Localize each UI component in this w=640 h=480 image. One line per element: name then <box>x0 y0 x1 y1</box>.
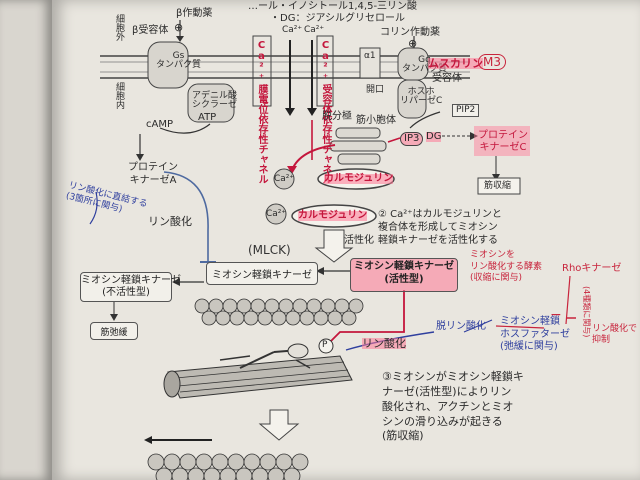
inner-label: 細胞内 <box>114 82 124 109</box>
handwriting-minus: − <box>550 307 562 323</box>
outer-label: 細胞外 <box>114 14 124 41</box>
ip3-label: IP3 <box>400 132 424 146</box>
handwriting-red-far1: (4種類に関与) <box>582 286 591 338</box>
header-line1: …ール・イノシトール1,4,5-三リン酸 <box>248 1 418 12</box>
depolarization-label: 脱分極 <box>322 111 352 122</box>
mlck-inactive-box: ミオシン軽鎖キナーゼ (不活性型) <box>80 272 181 302</box>
handwriting-red-far2: リン酸化で 抑制 <box>592 324 638 345</box>
plc-shape <box>397 79 427 119</box>
muscarinic-label: ムスカリン <box>428 57 483 70</box>
contraction-arrow <box>258 409 300 441</box>
actin-filament-top <box>194 298 364 326</box>
header-line2: ・DG：ジアシルグリセロール <box>270 13 406 24</box>
atp-label: ATP <box>198 112 217 123</box>
beta-agonist-label: β作動薬 <box>176 8 213 19</box>
relaxation-box: 筋弛緩 <box>90 322 138 340</box>
roc-shape <box>316 35 334 107</box>
ca-in-label-1: Ca²⁺ <box>282 25 303 35</box>
calmodulin-complex-label: カルモジュリン <box>298 210 368 221</box>
vdcc-shape <box>252 35 272 107</box>
pip2-label: PIP2 <box>452 104 480 117</box>
actin-filament-bottom <box>147 453 309 480</box>
contraction-small-label: 筋収縮 <box>484 181 512 191</box>
sr-label: 筋小胞体 <box>356 115 396 126</box>
muscarinic-note: M3 <box>478 54 506 70</box>
pka-label: プロテイン キナーゼA <box>128 162 178 186</box>
ca-ion-circle-1 <box>273 168 295 190</box>
pkc-label: プロテイン キナーゼC <box>478 130 528 153</box>
alpha1-label: α1 <box>364 51 376 61</box>
mlck-middle-box: ミオシン軽鎖キナーゼ <box>206 262 318 285</box>
note-2: ② Ca²⁺はカルモジュリンと 複合体を形成してミオシン 軽鎖キナーゼを活性化す… <box>378 209 502 246</box>
ca-ion-circle-2 <box>265 203 287 225</box>
ca-ion-label-1: Ca²⁺ <box>274 174 295 184</box>
ca-in-label-2: Ca²⁺ <box>304 25 325 35</box>
phosphate-label: P <box>322 340 328 350</box>
contraction-small-box <box>477 177 521 195</box>
phosphorylation-right-label: リン酸化 <box>362 337 406 350</box>
atp-to-camp-arrow <box>159 123 211 134</box>
camp-label: cAMP <box>146 119 173 130</box>
handwriting-blue-right: 脱リン酸化 <box>436 321 486 332</box>
handwriting-blue-right2: ミオシン軽鎖 ホスファターゼ (弛緩に関与) <box>500 316 570 352</box>
phosphorylation-arrow <box>325 290 405 347</box>
myosin-filament <box>163 343 353 399</box>
pka-inhibition-line <box>163 171 209 262</box>
gs-protein-label: Gs タンパク質 <box>156 51 202 70</box>
receptor-label: 受容体 <box>432 73 462 84</box>
gq-protein-label: Gq タンパク質 <box>402 55 448 74</box>
beta-plus-icon: ⊕ <box>174 21 184 34</box>
choline-plus-icon: ⊕ <box>408 37 418 50</box>
handwriting-rho: Rhoキナーゼ <box>562 263 622 274</box>
activation-arrow <box>314 229 354 263</box>
handwriting-mlck: (MLCK) <box>248 243 291 257</box>
dg-label: DG <box>426 131 442 142</box>
alpha1-receptor-shape <box>359 47 381 79</box>
ca-ion-label-2: Ca²⁺ <box>266 209 287 219</box>
mlck-active-box: ミオシン軽鎖キナーゼ (活性型) <box>350 258 458 292</box>
handwriting-red-right: ミオシンを リン酸化する酵素 (収縮に関与) <box>470 250 543 284</box>
gs-protein-shape <box>147 41 189 89</box>
beta-receptor-label: β受容体 <box>132 25 169 36</box>
plc-label: ホスホ リパーゼC <box>400 87 443 106</box>
vdcc-label: Ca²⁺膜電位依存性チャネル <box>256 40 267 184</box>
roc-label: Ca²⁺受容体依存性チャネル <box>320 40 331 184</box>
adenylate-cyclase-shape <box>187 83 235 123</box>
note-3: ③ミオシンがミオシン軽鎖キ ナーゼ(活性型)によりリン 酸化され、アクチンとミオ… <box>382 370 524 443</box>
calmodulin-label: カルモジュリン <box>324 173 394 184</box>
adenylate-cyclase-label: アデニル酸 シクラーゼ <box>192 91 238 110</box>
sarcoplasmic-reticulum-shape <box>329 127 387 165</box>
left-page-edge <box>0 0 52 480</box>
activation-label: 活性化 <box>344 235 374 246</box>
phosphorylation-left-label: リン酸化 <box>148 215 192 228</box>
phosphate-circle <box>318 338 334 354</box>
open-label: 開口 <box>366 85 385 95</box>
choline-agonist-label: コリン作動薬 <box>380 27 440 38</box>
